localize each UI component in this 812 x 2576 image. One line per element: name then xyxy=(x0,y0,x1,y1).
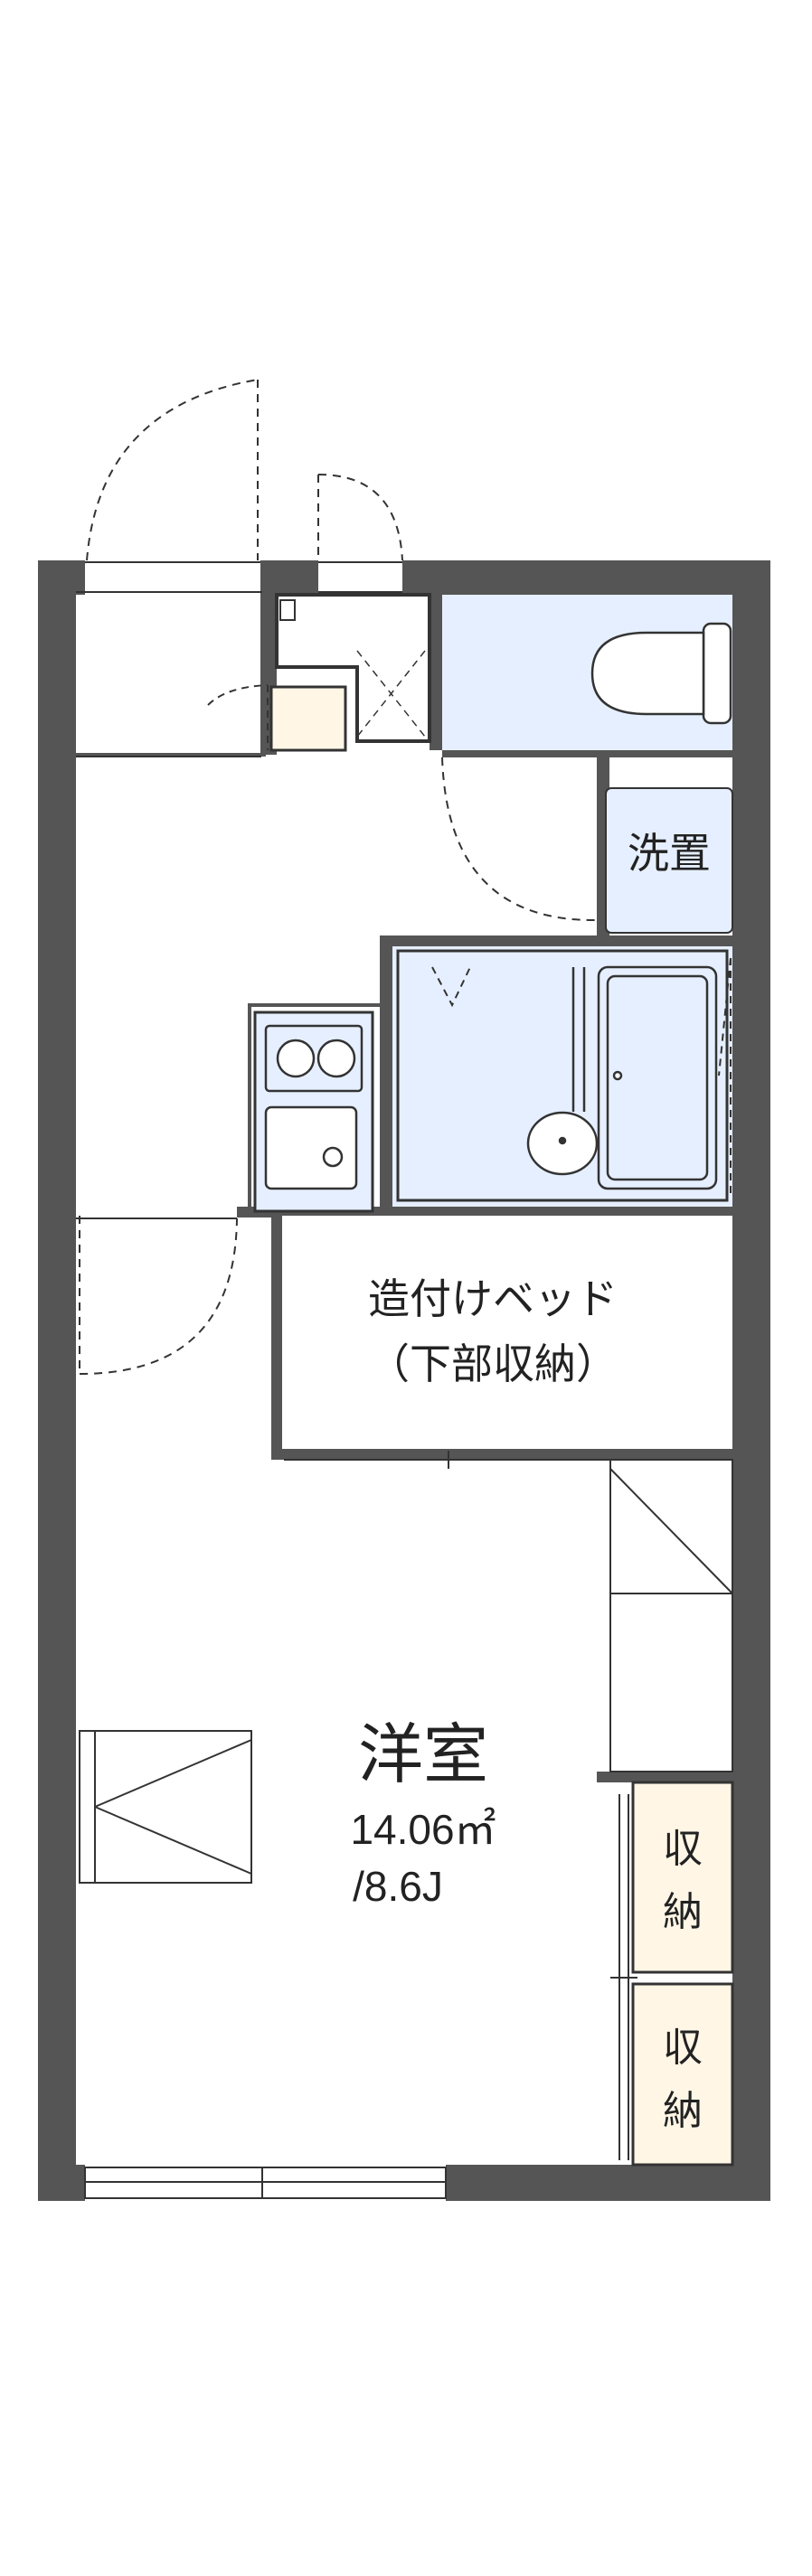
built-in-bed: 造付けベッド （下部収納） xyxy=(282,1216,732,1449)
top-frame xyxy=(85,561,402,593)
bed-sliding-door xyxy=(284,1451,615,1469)
storage2-label-2: 納 xyxy=(663,2088,703,2134)
stairs xyxy=(609,1459,733,1772)
kitchen-sink-icon xyxy=(264,1105,358,1190)
room-label: 洋室 14.06㎡ /8.6J xyxy=(350,1716,496,1910)
storage-closet-1: 収 納 xyxy=(631,1781,734,1974)
stove-icon xyxy=(264,1024,364,1093)
room-area: 14.06㎡ xyxy=(350,1806,496,1853)
balcony-window xyxy=(84,2167,447,2199)
entrance-door-swing xyxy=(86,379,259,561)
shoe-cabinet xyxy=(269,685,347,752)
bath-door-swing xyxy=(431,966,471,1008)
bed-label-line1: 造付けベッド xyxy=(368,1274,618,1323)
utility-shaft xyxy=(275,593,431,743)
room-door-swing xyxy=(79,1216,238,1375)
main-room-window xyxy=(79,1730,252,1884)
closet-door-swing xyxy=(207,684,269,750)
toilet-door-swing xyxy=(441,757,598,922)
bathroom xyxy=(392,946,732,1207)
closet-sliding-doors xyxy=(610,1794,637,2160)
room-name: 洋室 xyxy=(358,1716,488,1792)
room-jo: /8.6J xyxy=(353,1863,443,1910)
kitchen xyxy=(248,1003,383,1217)
storage2-label-1: 収 xyxy=(663,2025,703,2071)
toilet-icon xyxy=(590,622,732,725)
bed-label-line2: （下部収納） xyxy=(368,1340,618,1388)
bathtub-icon xyxy=(597,965,718,1190)
outer-walls xyxy=(38,560,770,2201)
bath-folding-door xyxy=(718,957,732,1198)
toilet-room xyxy=(442,595,732,757)
washbasin-icon xyxy=(526,967,599,1176)
washer-label: 洗置 xyxy=(628,829,711,878)
meter-door-swing xyxy=(317,474,403,561)
storage-closet-2: 収 納 xyxy=(631,1982,734,2167)
storage1-label-1: 収 xyxy=(663,1826,703,1872)
storage1-label-2: 納 xyxy=(663,1889,703,1935)
washer-space: 洗置 xyxy=(605,787,733,934)
